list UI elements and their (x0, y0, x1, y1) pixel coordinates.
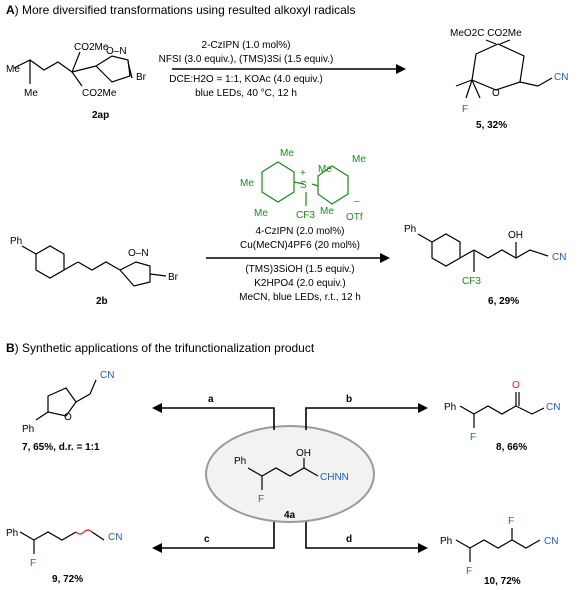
svg-text:Me: Me (24, 88, 38, 99)
compound-label-6: 6, 29% (488, 296, 519, 307)
svg-text:Me: Me (240, 178, 254, 189)
svg-text:CO2Me: CO2Me (82, 88, 117, 99)
svg-text:Br: Br (168, 272, 179, 283)
compound-label-8: 8, 66% (496, 442, 527, 453)
section-b-title: B) Synthetic applications of the trifunc… (6, 341, 315, 355)
section-a-title: A) More diversified transformations usin… (6, 3, 355, 17)
substrate-2b: Ph O–N Br 2b (10, 236, 179, 307)
svg-text:K2HPO4 (2.0 equiv.): K2HPO4 (2.0 equiv.) (254, 278, 346, 289)
reaction-2-conditions: 4-CzIPN (2.0 mol%) Cu(MeCN)4PF6 (20 mol%… (206, 226, 390, 303)
svg-text:DCE:H2O = 1:1, KOAc (4.0 equiv: DCE:H2O = 1:1, KOAc (4.0 equiv.) (169, 74, 323, 85)
svg-text:CN: CN (552, 252, 566, 263)
svg-text:Me: Me (254, 208, 268, 219)
svg-text:Cu(MeCN)4PF6 (20 mol%): Cu(MeCN)4PF6 (20 mol%) (240, 240, 360, 251)
svg-text:NFSI (3.0 equiv.), (TMS)3Si (1: NFSI (3.0 equiv.), (TMS)3Si (1.5 equiv.) (159, 54, 334, 65)
substrate-2ap: Me Me CO2Me CO2Me O–N Br 2ap (6, 42, 147, 121)
svg-text:Ph: Ph (404, 224, 416, 235)
compound-label-5: 5, 32% (476, 120, 507, 131)
svg-text:Me: Me (320, 206, 334, 217)
compound-label-7: 7, 65%, d.r. = 1:1 (22, 442, 100, 453)
svg-text:F: F (30, 558, 36, 569)
svg-text:+: + (300, 168, 306, 179)
svg-text:CHNN: CHNN (320, 472, 349, 483)
product-6: Ph CF3 OH CN 6, 29% (404, 224, 566, 307)
svg-text:Ph: Ph (10, 236, 22, 247)
svg-text:OH: OH (296, 448, 311, 459)
svg-text:b: b (346, 394, 352, 405)
svg-text:MeCN, blue LEDs, r.t., 12 h: MeCN, blue LEDs, r.t., 12 h (239, 292, 361, 303)
svg-text:blue LEDs, 40 °C, 12 h: blue LEDs, 40 °C, 12 h (195, 88, 297, 99)
compound-label-9: 9, 72% (52, 574, 83, 585)
svg-text:Ph: Ph (234, 456, 246, 467)
svg-text:OH: OH (508, 230, 523, 241)
svg-text:Me: Me (6, 64, 20, 75)
svg-text:CN: CN (108, 532, 122, 543)
arrow-d: d (305, 522, 428, 553)
svg-text:O–N: O–N (128, 248, 149, 259)
svg-text:OTf: OTf (346, 212, 363, 223)
svg-text:O: O (512, 380, 520, 391)
svg-text:c: c (204, 534, 210, 545)
svg-text:CO2Me: CO2Me (74, 42, 109, 53)
svg-text:Ph: Ph (440, 536, 452, 547)
svg-text:CF3: CF3 (296, 210, 315, 221)
svg-text:a: a (208, 394, 214, 405)
svg-text:(TMS)3SiOH (1.5 equiv.): (TMS)3SiOH (1.5 equiv.) (245, 264, 354, 275)
svg-text:O: O (492, 88, 500, 99)
svg-text:Br: Br (136, 72, 147, 83)
svg-text:Ph: Ph (444, 402, 456, 413)
svg-text:–: – (354, 196, 360, 207)
center-compound-4a: Ph F OH CHNN 4a (205, 425, 375, 523)
reaction-1-conditions: 2-CzIPN (1.0 mol%) NFSI (3.0 equiv.), (T… (159, 40, 406, 99)
svg-text:S: S (300, 180, 307, 191)
svg-text:Me: Me (318, 164, 332, 175)
svg-text:F: F (258, 494, 264, 505)
svg-text:Me: Me (352, 154, 366, 165)
product-5: MeO2C CO2Me CN O F 5, 32% (450, 28, 568, 131)
compound-label-2b: 2b (96, 296, 108, 307)
svg-text:O: O (64, 412, 72, 423)
svg-text:F: F (470, 432, 476, 443)
svg-text:Ph: Ph (6, 528, 18, 539)
svg-text:CN: CN (554, 72, 568, 83)
arrow-b: b (305, 394, 428, 430)
svg-text:F: F (508, 516, 514, 527)
svg-text:O–N: O–N (106, 46, 127, 57)
svg-text:F: F (466, 566, 472, 577)
svg-text:CF3: CF3 (462, 276, 481, 287)
svg-text:CN: CN (546, 402, 560, 413)
svg-text:Me: Me (280, 148, 294, 159)
svg-text:MeO2C CO2Me: MeO2C CO2Me (450, 28, 522, 39)
svg-text:CN: CN (100, 370, 114, 381)
svg-text:CN: CN (544, 536, 558, 547)
compound-label-2ap: 2ap (92, 110, 109, 121)
svg-text:Ph: Ph (22, 424, 34, 435)
compound-label-10: 10, 72% (484, 576, 521, 587)
arrow-c: c (152, 522, 275, 553)
svg-text:4-CzIPN (2.0 mol%): 4-CzIPN (2.0 mol%) (256, 226, 345, 237)
derivative-9: Ph CN F 9, 72% (6, 528, 122, 585)
arrow-a: a (152, 394, 275, 430)
svg-text:2-CzIPN (1.0 mol%): 2-CzIPN (1.0 mol%) (202, 40, 291, 51)
svg-text:d: d (346, 534, 352, 545)
compound-label-4a: 4a (284, 510, 296, 521)
sulfonium-reagent: S + CF3 Me Me Me Me Me Me – OTf (240, 148, 366, 223)
derivative-10: Ph F F CN 10, 72% (440, 516, 558, 587)
derivative-7: O CN Ph 7, 65%, d.r. = 1:1 (22, 370, 114, 453)
derivative-8: Ph F O CN 8, 66% (444, 380, 560, 453)
svg-text:F: F (462, 104, 468, 115)
